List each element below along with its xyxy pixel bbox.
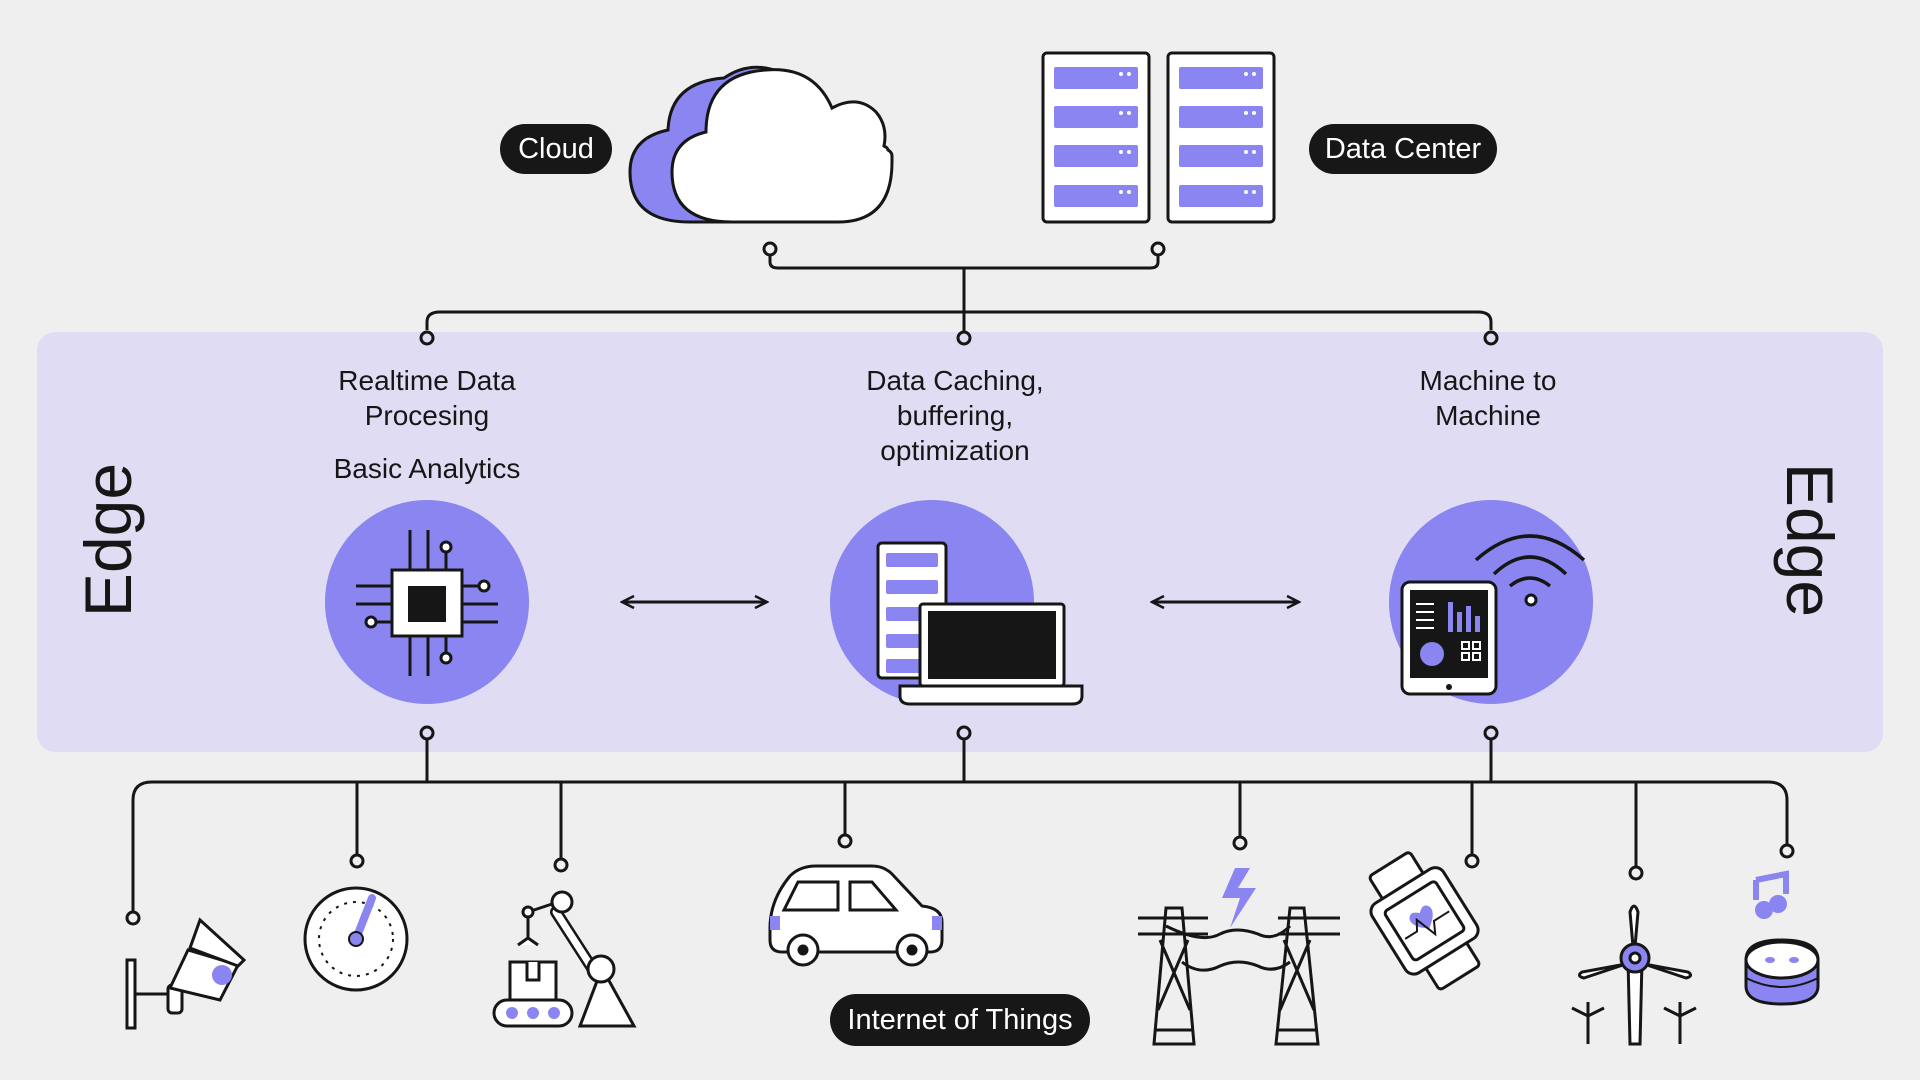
iot-bus-connectors — [125, 725, 1795, 926]
edge-label-right: Edge — [1773, 462, 1847, 618]
function-title-m2m: Machine to Machine — [1419, 365, 1557, 431]
function-title-realtime: Realtime Data Procesing — [338, 365, 516, 431]
function-title-caching: Data Caching, buffering, optimization — [866, 365, 1044, 466]
data-center-label: Data Center — [1309, 124, 1497, 174]
data-center-icon — [1041, 51, 1276, 224]
server-laptop-icon — [830, 500, 1084, 706]
smart-speaker-icon — [1744, 870, 1820, 1006]
cloud-label: Cloud — [500, 124, 612, 174]
gauge-icon — [303, 886, 409, 992]
edge-label-left: Edge — [71, 462, 145, 618]
security-camera-icon — [125, 917, 247, 1030]
car-icon — [768, 864, 944, 967]
wind-turbine-icon — [1571, 904, 1697, 1046]
cloud-icon — [628, 65, 894, 224]
robotic-arm-conveyor-icon — [492, 890, 637, 1028]
tablet-wifi-icon — [1389, 500, 1593, 704]
power-tower-icon — [1138, 868, 1340, 1046]
top-connectors — [419, 241, 1499, 346]
smartwatch-icon — [1368, 851, 1481, 991]
function-subtitle-analytics: Basic Analytics — [333, 453, 521, 484]
iot-label: Internet of Things — [830, 994, 1090, 1046]
microchip-icon — [325, 500, 529, 704]
